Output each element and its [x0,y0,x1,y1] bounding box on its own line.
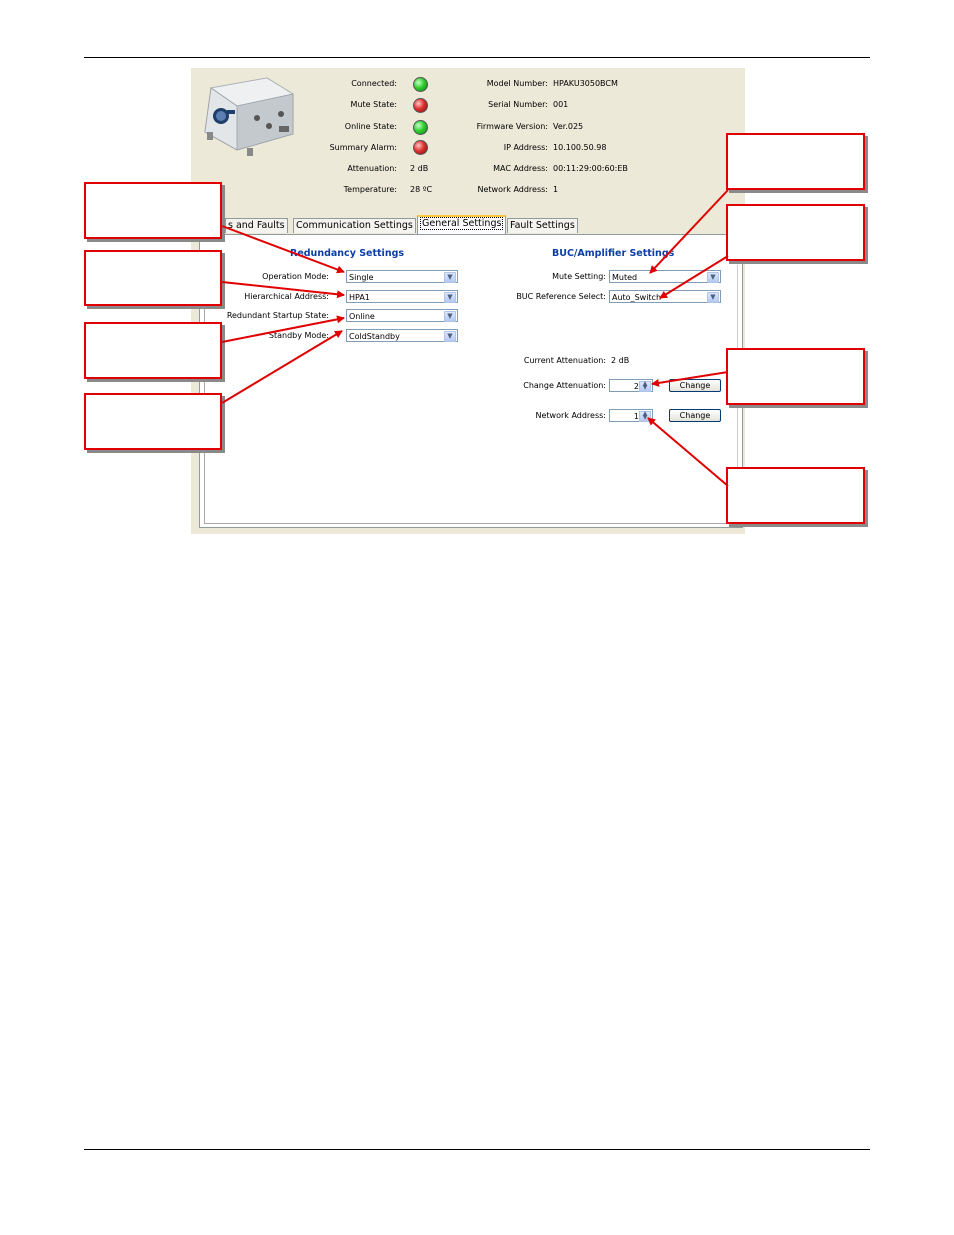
callout-box-redundant-startup [84,322,222,379]
tab-general-settings-label: General Settings [420,217,504,230]
chevron-down-icon[interactable]: ▼ [444,272,456,283]
redundant-startup-state-label: Redundant Startup State: [226,311,329,320]
standby-mode-value: ColdStandby [349,332,400,341]
redundancy-settings-title: Redundancy Settings [290,248,405,259]
network-address-value: 1 [553,185,559,194]
firmware-version-value: Ver.025 [553,122,584,131]
current-attenuation-value: 2 dB [611,356,630,365]
serial-number-value: 001 [553,100,569,109]
temperature-label: Temperature: [343,185,397,194]
callout-box-standby-mode [84,393,222,450]
buc-network-address-label: Network Address: [535,411,607,420]
mute-state-label: Mute State: [350,100,397,109]
callout-box-network-address [726,467,865,524]
mute-setting-value: Muted [612,273,638,282]
hierarchical-address-label: Hierarchical Address: [244,292,329,301]
tab-status-and-faults[interactable]: s and Faults [225,218,288,233]
model-number-label: Model Number: [486,79,548,88]
current-attenuation-label: Current Attenuation: [523,356,606,365]
app-window: Connected: Mute State: Online State: Sum… [191,68,745,534]
redundant-startup-state-select[interactable]: Online ▼ [346,309,458,322]
attenuation-label: Attenuation: [347,164,397,173]
mute-setting-label: Mute Setting: [552,272,606,281]
connected-indicator-icon [413,77,428,92]
callout-box-hierarchical-address [84,250,222,306]
operation-mode-value: Single [349,273,374,282]
hierarchical-address-select[interactable]: HPA1 ▼ [346,290,458,303]
chevron-down-icon[interactable]: ▼ [444,311,456,322]
tab-bar: s and Faults Communication Settings Gene… [191,215,745,235]
temperature-value: 28 ºC [410,185,433,194]
device-image [204,77,295,156]
change-attenuation-button[interactable]: Change [669,379,721,392]
operation-mode-select[interactable]: Single ▼ [346,270,458,283]
header-rule [84,57,870,58]
chevron-down-icon[interactable]: ▼ [707,292,719,303]
online-state-indicator-icon [413,120,428,135]
redundant-startup-state-value: Online [349,312,375,321]
operation-mode-label: Operation Mode: [262,272,329,281]
chevron-down-icon[interactable]: ▼ [707,272,719,283]
spin-arrows-icon[interactable]: ▲▼ [639,381,651,392]
summary-alarm-label: Summary Alarm: [329,143,397,152]
mute-state-indicator-icon [413,98,428,113]
network-address-label: Network Address: [477,185,549,194]
mute-setting-select[interactable]: Muted ▼ [609,270,721,283]
callout-box-buc-reference [726,204,865,261]
mac-address-label: MAC Address: [493,164,548,173]
ip-address-value: 10.100.50.98 [553,143,607,152]
callout-box-change-attenuation [726,348,865,405]
standby-mode-select[interactable]: ColdStandby ▼ [346,329,458,342]
network-address-stepper[interactable]: 1 ▲▼ [609,409,653,422]
firmware-version-label: Firmware Version: [476,122,548,131]
spin-arrows-icon[interactable]: ▲▼ [639,411,651,422]
ip-address-label: IP Address: [503,143,548,152]
attenuation-value: 2 dB [410,164,429,173]
buc-reference-select-value: Auto_Switch [612,293,662,302]
standby-mode-label: Standby Mode: [268,331,329,340]
tab-fault-settings[interactable]: Fault Settings [507,218,578,233]
online-state-label: Online State: [344,122,397,131]
change-network-address-button[interactable]: Change [669,409,721,422]
callout-box-mute-setting [726,133,865,190]
change-attenuation-value: 2 [633,382,639,391]
network-address-stepper-value: 1 [633,412,639,421]
tab-communication-settings[interactable]: Communication Settings [293,218,416,233]
buc-reference-select[interactable]: Auto_Switch ▼ [609,290,721,303]
buc-amplifier-settings-title: BUC/Amplifier Settings [552,248,675,259]
mac-address-value: 00:11:29:00:60:EB [553,164,628,173]
summary-alarm-indicator-icon [413,140,428,155]
connected-label: Connected: [351,79,397,88]
chevron-down-icon[interactable]: ▼ [444,331,456,342]
footer-rule [84,1149,870,1150]
chevron-down-icon[interactable]: ▼ [444,292,456,303]
buc-reference-select-label: BUC Reference Select: [516,292,606,301]
serial-number-label: Serial Number: [488,100,548,109]
change-attenuation-stepper[interactable]: 2 ▲▼ [609,379,653,392]
model-number-value: HPAKU3050BCM [553,79,618,88]
hierarchical-address-value: HPA1 [349,293,370,302]
change-attenuation-label: Change Attenuation: [523,381,606,390]
tab-general-settings[interactable]: General Settings [417,215,507,234]
callout-box-operation-mode [84,182,222,239]
